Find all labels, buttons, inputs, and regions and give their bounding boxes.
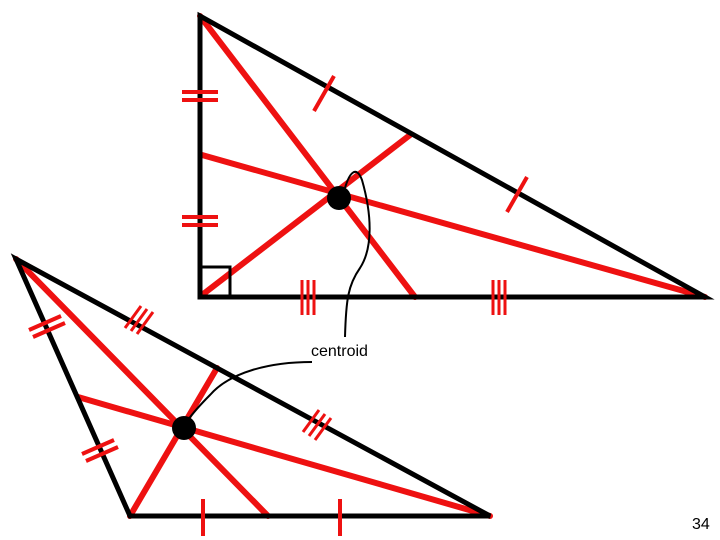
centroid-label: centroid bbox=[311, 343, 368, 360]
callout-line-to-lower-centroid bbox=[187, 361, 313, 421]
lower-obtuse-triangle bbox=[10, 253, 492, 519]
lower-triangle-group bbox=[10, 253, 493, 536]
upper-hypotenuse-tick-bottom bbox=[505, 176, 529, 213]
upper-base-triple-ticks-right bbox=[491, 280, 507, 315]
lower-left-side-double-ticks-bottom bbox=[81, 438, 119, 463]
upper-median-from-right-angle bbox=[199, 132, 413, 298]
upper-hypotenuse-tick-top bbox=[312, 75, 336, 112]
lower-left-side-double-ticks-top bbox=[28, 314, 66, 339]
callout-line-to-upper-centroid bbox=[344, 170, 371, 338]
lower-centroid-point bbox=[172, 416, 196, 440]
page-number: 34 bbox=[692, 516, 710, 533]
upper-median-from-right-vertex bbox=[199, 152, 708, 300]
upper-base-triple-ticks-left bbox=[300, 280, 316, 315]
lower-median-from-right-vertex bbox=[75, 394, 493, 519]
upper-left-leg-double-ticks-bottom bbox=[182, 215, 218, 227]
upper-left-leg-double-ticks-top bbox=[182, 90, 218, 102]
right-angle-marker bbox=[200, 265, 232, 297]
lower-median-from-top-vertex bbox=[13, 256, 271, 519]
upper-median-from-top-vertex bbox=[197, 13, 418, 300]
upper-triangle-group bbox=[182, 11, 715, 315]
lower-top-side-triple-ticks-left bbox=[123, 305, 155, 335]
upper-centroid-point bbox=[327, 186, 351, 210]
lower-median-from-bottom-left-vertex bbox=[127, 365, 220, 519]
lower-top-side-triple-ticks-right bbox=[301, 409, 333, 441]
upper-right-triangle bbox=[197, 11, 715, 300]
